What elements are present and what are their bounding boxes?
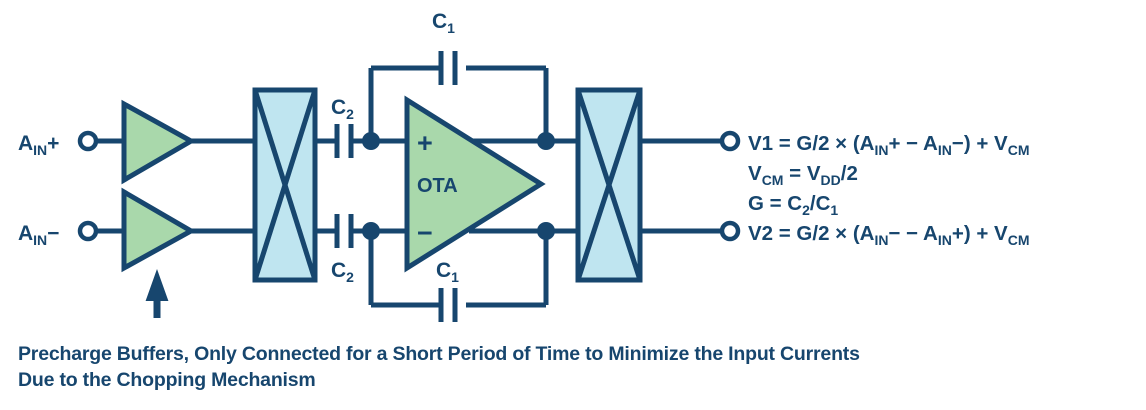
terminal-a-in-plus[interactable] — [77, 130, 99, 152]
junction-dot-ota-minus-node — [362, 222, 380, 240]
eq-g-p0: G = C — [748, 192, 802, 215]
precharge-arrow-head — [145, 269, 169, 301]
junction-dot-ota-plus-node — [362, 132, 380, 150]
label-c2-bottom: C2 — [331, 259, 354, 285]
caption-line-1: Precharge Buffers, Only Connected for a … — [18, 343, 860, 365]
eq-v1-p2: + − A — [888, 132, 938, 155]
wire-group — [96, 65, 722, 308]
label-a-in-minus: AIN− — [18, 222, 59, 248]
label-c1-bottom: C1 — [436, 259, 459, 285]
label-ota-name: OTA — [417, 175, 458, 197]
a-in-minus-sub: IN — [33, 232, 47, 248]
eq-v2-p5: CM — [1008, 232, 1030, 248]
eq-vcm-p2: = V — [783, 162, 820, 185]
c1-bottom-base: C — [436, 259, 451, 282]
equation-v1: V1 = G/2 × (AIN+ − AIN−) + VCM — [748, 132, 1030, 158]
terminal-v2-out[interactable] — [719, 220, 741, 242]
eq-v1-p1: IN — [874, 142, 888, 158]
c2-bottom-base: C — [331, 259, 346, 282]
output-chopper-cross-b — [575, 89, 643, 281]
figure-caption: Precharge Buffers, Only Connected for a … — [18, 341, 1138, 393]
a-in-plus-sign: + — [47, 132, 59, 155]
precharge-buffer-bottom[interactable] — [121, 187, 197, 273]
capacitor-c2-top — [334, 124, 354, 158]
capacitor-c1-top — [438, 51, 458, 85]
equation-v2: V2 = G/2 × (AIN− − AIN+) + VCM — [748, 222, 1030, 248]
output-chopper-switch[interactable] — [575, 87, 643, 283]
eq-v2-p0: V2 = G/2 × (A — [748, 222, 875, 245]
capacitor-c1-bottom — [438, 288, 458, 322]
eq-v2-p1: IN — [874, 232, 888, 248]
eq-v2-p4: +) + V — [952, 222, 1008, 245]
c1-top-sub: 1 — [447, 20, 455, 36]
eq-v2-p3: IN — [938, 232, 952, 248]
eq-g-p1: 2 — [802, 202, 810, 218]
eq-vcm-p1: CM — [762, 172, 784, 188]
eq-v1-p3: IN — [938, 142, 952, 158]
junction-dot-ota-out-top-node — [537, 132, 555, 150]
label-a-in-plus: AIN+ — [18, 132, 59, 158]
ota-amplifier[interactable] — [404, 95, 546, 273]
eq-v2-p2: − − A — [888, 222, 938, 245]
eq-v1-p4: −) + V — [952, 132, 1008, 155]
a-in-minus-base: A — [18, 222, 33, 245]
caption-line-2: Due to the Chopping Mechanism — [18, 369, 316, 391]
equation-gain: G = C2/C1 — [748, 192, 838, 218]
c1-top-base: C — [432, 10, 447, 33]
equation-vcm: VCM = VDD/2 — [748, 162, 858, 188]
c2-bottom-sub: 2 — [346, 269, 354, 285]
terminal-a-in-minus[interactable] — [77, 220, 99, 242]
eq-g-p2: /C — [810, 192, 831, 215]
eq-v1-p0: V1 = G/2 × (A — [748, 132, 875, 155]
c1-bottom-sub: 1 — [451, 269, 459, 285]
c2-top-sub: 2 — [346, 106, 354, 122]
eq-vcm-p0: V — [748, 162, 762, 185]
a-in-plus-base: A — [18, 132, 33, 155]
c2-top-base: C — [331, 96, 346, 119]
input-chopper-cross-b — [252, 89, 318, 281]
input-chopper-switch[interactable] — [252, 87, 318, 283]
precharge-buffer-top[interactable] — [121, 99, 197, 185]
label-c1-top: C1 — [432, 10, 455, 36]
eq-g-p3: 1 — [830, 202, 838, 218]
eq-v1-p5: CM — [1008, 142, 1030, 158]
capacitor-c2-bottom — [334, 214, 354, 248]
eq-vcm-p3: DD — [821, 172, 841, 188]
a-in-minus-sign: − — [47, 222, 59, 245]
terminal-v1-out[interactable] — [719, 130, 741, 152]
label-ota-minus-sign: − — [417, 218, 433, 248]
label-ota-plus-sign: + — [417, 128, 433, 158]
junction-dot-ota-out-bottom-node — [537, 222, 555, 240]
label-c2-top: C2 — [331, 96, 354, 122]
precharge-arrow-icon — [145, 269, 169, 318]
a-in-plus-sub: IN — [33, 142, 47, 158]
eq-vcm-p4: /2 — [841, 162, 858, 185]
